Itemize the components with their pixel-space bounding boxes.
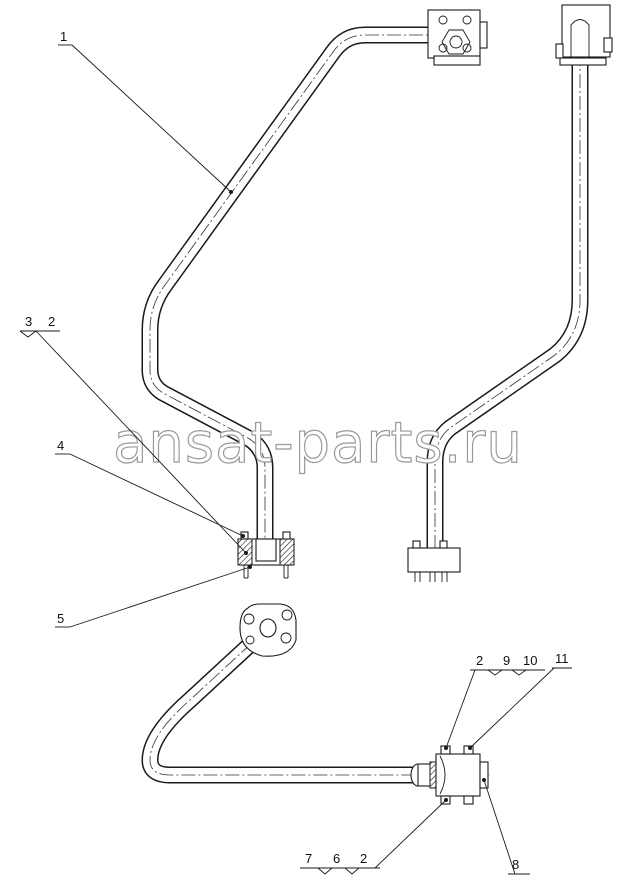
callout-5: 5 [57, 611, 64, 626]
pipe-1-centerline [149, 34, 445, 565]
callout-9: 9 [503, 653, 510, 668]
callout-6: 6 [333, 851, 340, 866]
oval-flange [239, 603, 297, 657]
bottom-flange-right [407, 540, 461, 582]
callout-labels: 1 3 2 4 5 2 9 10 11 7 6 2 8 [25, 29, 569, 872]
bottom-flange-left [237, 531, 295, 579]
callout-3: 3 [25, 314, 32, 329]
callout-4: 4 [57, 438, 64, 453]
callout-2-upper: 2 [48, 314, 55, 329]
callout-2-lower: 2 [360, 851, 367, 866]
watermark-text: ansat-parts.ru [113, 411, 523, 476]
callout-2-right: 2 [476, 653, 483, 668]
callout-8: 8 [512, 857, 519, 872]
callout-10: 10 [523, 653, 537, 668]
top-flange-left [427, 9, 488, 66]
callout-11: 11 [555, 651, 569, 666]
callout-1: 1 [60, 29, 67, 44]
pipe-assembly-2 [407, 4, 613, 582]
pipe-2-centerline [434, 30, 581, 565]
pipe-assembly-3 [141, 603, 490, 805]
callout-7: 7 [305, 851, 312, 866]
top-flange-right [555, 4, 613, 66]
leader-lines [19, 44, 572, 875]
pipe-3-centerline [149, 627, 490, 776]
end-fitting-block [410, 745, 489, 805]
